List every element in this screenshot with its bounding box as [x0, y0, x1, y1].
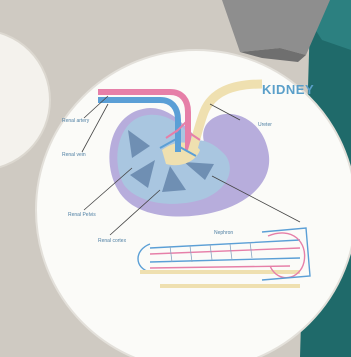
left-background-disc — [0, 30, 50, 170]
diagram-title: KIDNEY — [262, 82, 314, 97]
label-nephron: Nephron — [214, 230, 233, 236]
label-ureter: Ureter — [258, 122, 272, 128]
label-renal-cortex: Renal cortex — [98, 238, 126, 244]
label-renal-artery: Renal artery — [62, 118, 89, 124]
label-renal-pelvis: Renal Pelvis — [68, 212, 96, 218]
label-renal-vein: Renal vein — [62, 152, 86, 158]
